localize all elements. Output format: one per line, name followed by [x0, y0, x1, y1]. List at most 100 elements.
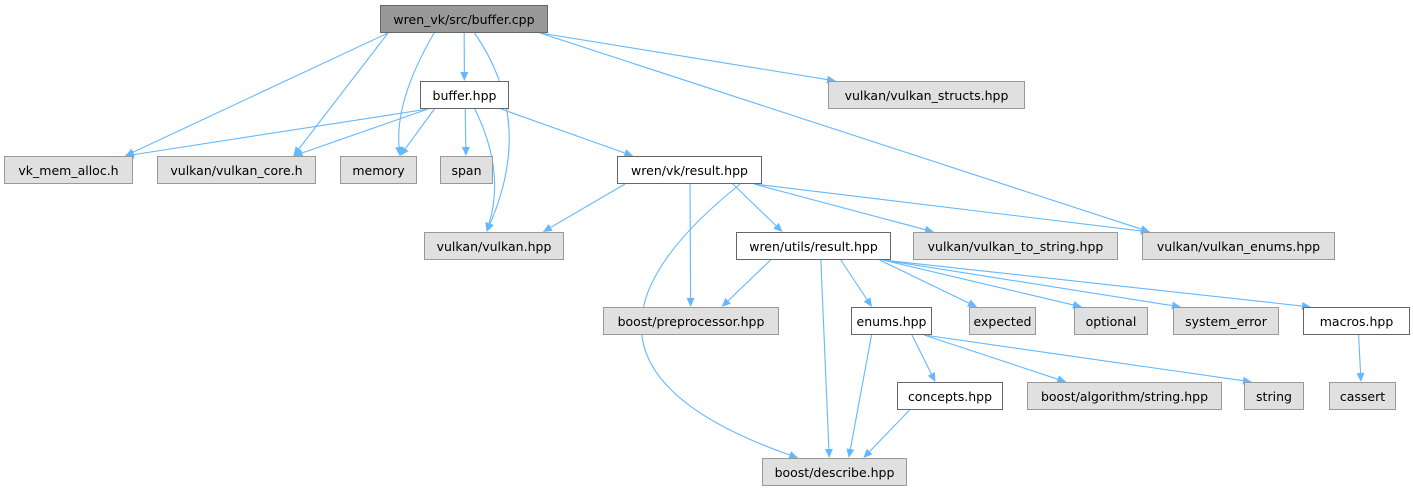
node-label: concepts.hpp [907, 388, 993, 404]
edge-buffer-hpp-to-vulkan-core-arrowhead [293, 149, 304, 157]
edge-enums-hpp-to-describe [849, 334, 873, 450]
node-label: wren_vk/src/buffer.cpp [393, 11, 535, 27]
edge-buffer-cpp-to-memory [398, 32, 435, 148]
edge-utils-result-to-expected [879, 259, 970, 304]
node-buffer-cpp[interactable]: wren_vk/src/buffer.cpp [380, 5, 548, 33]
edge-vk-result-to-preprocessor-arrowhead [686, 297, 695, 307]
edge-buffer-cpp-to-vk-mem-alloc [132, 32, 389, 153]
edge-vk-result-to-utils-result [732, 183, 777, 227]
edge-enums-hpp-to-algo-string-arrowhead [1056, 375, 1067, 383]
node-memory[interactable]: memory [340, 156, 417, 184]
node-vulkan-structs[interactable]: vulkan/vulkan_structs.hpp [828, 81, 1025, 109]
node-concepts-hpp[interactable]: concepts.hpp [897, 382, 1003, 410]
edge-macros-hpp-to-cassert-arrowhead [1356, 372, 1365, 382]
node-label: cassert [1339, 388, 1386, 404]
node-preprocessor[interactable]: boost/preprocessor.hpp [603, 307, 779, 335]
node-label: vulkan/vulkan.hpp [436, 238, 552, 254]
edge-vk-result-to-vulkan-to-string-arrowhead [924, 225, 934, 234]
node-describe[interactable]: boost/describe.hpp [762, 458, 907, 486]
edge-vk-result-to-vulkan-to-string [753, 183, 926, 231]
node-expected[interactable]: expected [969, 307, 1036, 335]
node-label: vulkan/vulkan_to_string.hpp [927, 238, 1104, 254]
node-cassert[interactable]: cassert [1329, 382, 1396, 410]
edge-buffer-cpp-to-vulkan-core [298, 32, 389, 150]
node-macros-hpp[interactable]: macros.hpp [1303, 307, 1410, 335]
edge-buffer-hpp-to-vulkan-hpp-arrowhead [485, 222, 494, 232]
edge-vk-result-to-describe [640, 183, 790, 456]
edge-vk-result-to-vulkan-hpp-arrowhead [542, 224, 553, 232]
edge-utils-result-to-preprocessor-arrowhead [721, 297, 731, 307]
node-label: span [451, 162, 482, 178]
node-label: boost/algorithm/string.hpp [1040, 388, 1209, 404]
edge-buffer-hpp-to-memory-arrowhead [400, 146, 409, 156]
edge-buffer-cpp-to-buffer-hpp-arrowhead [460, 71, 469, 81]
node-vk-mem-alloc[interactable]: vk_mem_alloc.h [4, 156, 133, 184]
edge-enums-hpp-to-concepts-hpp [911, 334, 932, 375]
node-algo-string[interactable]: boost/algorithm/string.hpp [1027, 382, 1222, 410]
node-vulkan-to-string[interactable]: vulkan/vulkan_to_string.hpp [913, 232, 1118, 260]
node-vulkan-core[interactable]: vulkan/vulkan_core.h [157, 156, 316, 184]
edge-buffer-cpp-to-vulkan-enums [539, 32, 1142, 230]
edge-buffer-hpp-to-vk-result-arrowhead [623, 149, 634, 157]
edge-utils-result-to-optional-arrowhead [1072, 301, 1082, 309]
edge-utils-result-to-system-error [882, 259, 1173, 307]
node-optional[interactable]: optional [1074, 307, 1148, 335]
node-utils-result[interactable]: wren/utils/result.hpp [736, 232, 891, 260]
node-label: expected [973, 313, 1032, 329]
edge-utils-result-to-macros-hpp [882, 259, 1303, 307]
edge-macros-hpp-to-cassert [1358, 334, 1362, 374]
node-label: wren/vk/result.hpp [631, 162, 748, 178]
edge-utils-result-to-describe [820, 259, 830, 450]
edge-buffer-hpp-to-vk-mem-alloc [133, 108, 429, 156]
node-label: vulkan/vulkan_core.h [170, 162, 303, 178]
edge-utils-result-to-enums-hpp [840, 259, 868, 300]
edge-enums-hpp-to-concepts-hpp-arrowhead [927, 372, 936, 382]
node-span[interactable]: span [440, 156, 493, 184]
edge-buffer-cpp-to-vulkan-structs [539, 32, 828, 81]
node-enums-hpp[interactable]: enums.hpp [851, 307, 932, 335]
edge-buffer-hpp-to-vk-result [500, 108, 625, 154]
node-vulkan-enums[interactable]: vulkan/vulkan_enums.hpp [1142, 232, 1335, 260]
edge-concepts-hpp-to-describe [869, 409, 910, 452]
edge-utils-result-to-optional [882, 259, 1074, 306]
edge-buffer-cpp-to-vulkan-core-arrowhead [293, 146, 303, 156]
edge-utils-result-to-preprocessor [727, 259, 772, 302]
edge-utils-result-to-expected-arrowhead [967, 299, 977, 307]
edge-vk-result-to-preprocessor [689, 183, 692, 299]
node-label: macros.hpp [1319, 313, 1394, 329]
edge-vk-result-to-vulkan-enums [753, 183, 1142, 232]
edge-vk-result-to-utils-result-arrowhead [773, 222, 783, 232]
edge-enums-hpp-to-string [923, 334, 1244, 382]
edge-buffer-cpp-to-vulkan-hpp [474, 32, 510, 224]
edge-vk-result-to-describe-arrowhead [788, 451, 799, 459]
node-label: system_error [1185, 313, 1267, 329]
node-label: vulkan/vulkan_enums.hpp [1156, 238, 1321, 254]
node-label: string [1256, 388, 1292, 404]
edge-enums-hpp-to-algo-string [923, 334, 1058, 380]
node-label: boost/describe.hpp [774, 464, 895, 480]
edge-buffer-hpp-to-memory [404, 108, 435, 150]
node-label: vulkan/vulkan_structs.hpp [844, 87, 1009, 103]
node-system-error[interactable]: system_error [1173, 307, 1279, 335]
node-vulkan-hpp[interactable]: vulkan/vulkan.hpp [424, 232, 564, 260]
node-label: wren/utils/result.hpp [749, 238, 878, 254]
edge-concepts-hpp-to-describe-arrowhead [863, 448, 873, 458]
node-label: optional [1085, 313, 1137, 329]
edge-buffer-cpp-to-memory-arrowhead [395, 146, 404, 156]
node-label: enums.hpp [856, 313, 927, 329]
edge-enums-hpp-to-describe-arrowhead [846, 448, 855, 458]
node-label: boost/preprocessor.hpp [617, 313, 765, 329]
node-label: buffer.hpp [432, 87, 497, 103]
node-vk-result[interactable]: wren/vk/result.hpp [617, 156, 762, 184]
edge-buffer-hpp-to-span [464, 108, 467, 148]
edge-buffer-hpp-to-span-arrowhead [461, 146, 470, 156]
edge-utils-result-to-describe-arrowhead [824, 448, 833, 458]
node-buffer-hpp[interactable]: buffer.hpp [420, 81, 509, 109]
edge-buffer-hpp-to-vulkan-hpp [474, 108, 496, 224]
node-label: memory [352, 162, 405, 178]
node-label: vk_mem_alloc.h [18, 162, 119, 178]
edge-vk-result-to-vulkan-hpp [550, 183, 626, 228]
node-string[interactable]: string [1244, 382, 1304, 410]
